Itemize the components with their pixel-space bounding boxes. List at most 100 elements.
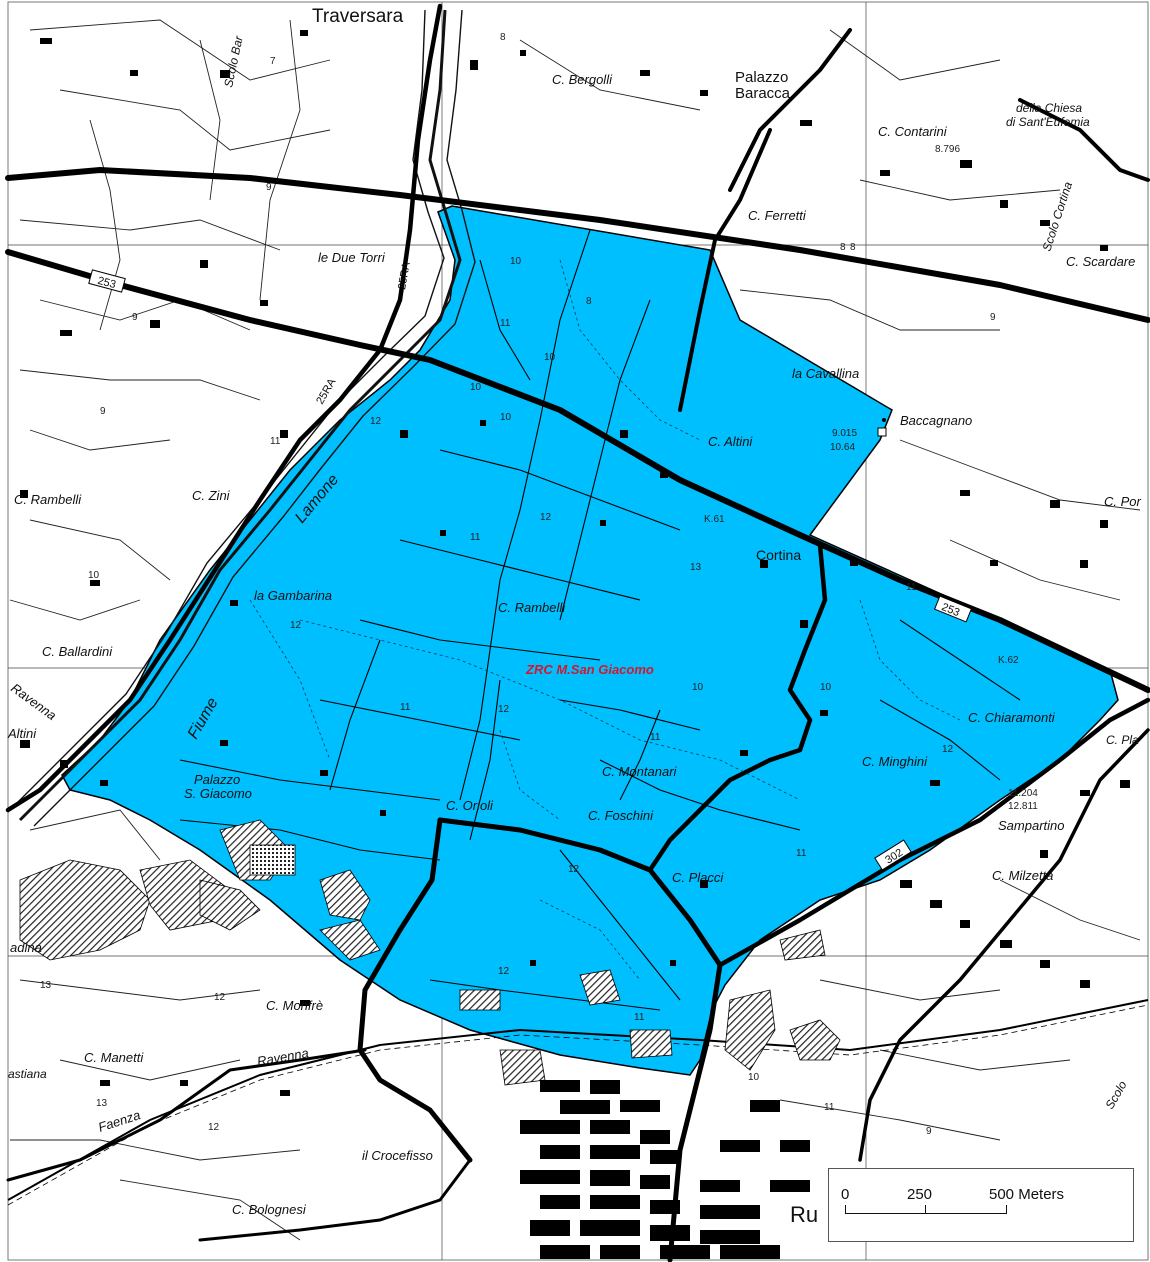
spot-height-27: 11 (634, 1012, 645, 1023)
road-25ra (5, 3, 443, 813)
place-c-orioli: C. Orioli (446, 798, 494, 813)
place-c-pla: C. Pla (1106, 733, 1139, 747)
spot-height-19: 11 (400, 702, 411, 713)
spot-height-6: 9 (100, 406, 106, 417)
scale-label-250: 250 (907, 1186, 933, 1203)
place-c-rambelli-west: C. Rambelli (14, 492, 82, 507)
spot-height-7: 10 (544, 352, 556, 363)
place-c-zini: C. Zini (192, 488, 231, 503)
scale-tick-500 (1006, 1205, 1007, 1213)
spot-height-11: 10 (500, 412, 512, 423)
place-baracca: Baracca (735, 85, 791, 102)
buildings (20, 30, 1130, 1096)
road-label-253-west: 253 (96, 275, 117, 291)
spot-height-15: 12 (290, 620, 302, 631)
place-c-montanari: C. Montanari (602, 764, 678, 779)
place-la-cavallina: la Cavallina (792, 366, 859, 381)
place-c-bolognesi: C. Bolognesi (232, 1202, 307, 1217)
spot-height-22: 10 (820, 682, 832, 693)
river-lamone (7, 9, 476, 827)
spot-height-3: 9 (132, 312, 138, 323)
spot-height-18: 10 (692, 682, 704, 693)
spot-height-8: 8 (586, 296, 592, 307)
elevation-12811: 12.811 (1008, 801, 1038, 812)
spot-height-25: 12 (498, 966, 510, 977)
place-c-minghini: C. Minghini (862, 754, 928, 769)
road-ferretti-south (678, 128, 772, 412)
urban-blocks (19, 819, 841, 1086)
place-c-bergolli: C. Bergolli (552, 72, 613, 87)
map-frame (7, 1, 1149, 1261)
spot-height-23: 12 (568, 864, 580, 875)
scale-tick-0 (845, 1205, 846, 1213)
spot-height-5: 11 (500, 318, 511, 329)
road-north-bypass (5, 167, 1150, 323)
elevation-8796: 8.796 (935, 144, 960, 155)
scale-bar-line (845, 1213, 1007, 1214)
spot-height-37: 12 (942, 744, 954, 755)
road-cortina (647, 542, 828, 873)
road-label-25ra-a: 25RA (396, 261, 413, 291)
road-302 (717, 697, 1150, 968)
place-c-altini: C. Altini (708, 434, 753, 449)
place-le-due-torri: le Due Torri (318, 250, 386, 265)
elevation-11204: 11.204 (1008, 788, 1038, 799)
spot-height-10: 10 (470, 382, 482, 393)
spot-height-35: 11 (906, 582, 917, 593)
spot-height-33: 12 (214, 992, 226, 1003)
road-bolognesi (198, 1158, 472, 1242)
elevation-9015: 9.015 (832, 428, 857, 439)
place-c-ferretti: C. Ferretti (748, 208, 807, 223)
place-c-scardare: C. Scardare (1066, 254, 1135, 269)
place-c-contarini: C. Contarini (878, 124, 948, 139)
place-baccagnano: Baccagnano (900, 413, 972, 428)
scale-label-0: 0 (841, 1186, 850, 1203)
field-boundaries (9, 19, 1141, 1241)
scale-tick-250 (925, 1205, 926, 1213)
spot-height-28: 10 (748, 1072, 760, 1083)
scale-bar: 0 250 500 Meters (828, 1168, 1134, 1242)
road-palazzo-baracca (728, 28, 852, 192)
place-c-foschini: C. Foschini (588, 808, 654, 823)
elevation-k62: K.62 (998, 655, 1019, 666)
spot-height-0: 7 (270, 56, 276, 67)
spot-height-32: 9 (990, 312, 996, 323)
elevation-k61: K.61 (704, 514, 725, 525)
road-south-vertical (357, 817, 473, 1163)
spot-height-21: 11 (650, 732, 661, 743)
spot-height-20: 12 (498, 704, 510, 715)
place-adina: adina (10, 940, 42, 955)
spot-height-38: 12 (208, 1122, 220, 1133)
spot-height-13: 11 (470, 532, 481, 543)
place-c-rambelli-center: C. Rambelli (498, 600, 566, 615)
place-cortina: Cortina (756, 547, 801, 563)
place-s-giacomo: S. Giacomo (184, 786, 252, 801)
town-grid (520, 1080, 810, 1259)
place-traversara: Traversara (312, 6, 404, 27)
road-253 (5, 249, 1150, 693)
place-c-ballardini: C. Ballardini (42, 644, 113, 659)
elevation-1064: 10.64 (830, 442, 855, 453)
road-se (858, 728, 1150, 1162)
spot-height-14: 12 (540, 512, 552, 523)
spot-height-24: 11 (796, 848, 807, 859)
place-la-gambarina: la Gambarina (254, 588, 332, 603)
spot-height-30: 9 (926, 1126, 932, 1137)
spot-height-29: 11 (824, 1102, 835, 1113)
railway (7, 999, 1149, 1206)
spot-height-4: 10 (510, 256, 522, 267)
place-c-manetti: C. Manetti (84, 1050, 144, 1065)
scale-label-500: 500 Meters (989, 1186, 1065, 1203)
place-c-por: C. Por (1104, 494, 1142, 509)
place-c-chiaramonti: C. Chiaramonti (968, 710, 1056, 725)
road-south-main (667, 962, 723, 1262)
place-palazzo-sg: Palazzo (194, 772, 240, 787)
road-orioli (437, 817, 723, 968)
spot-height-34: 13 (96, 1098, 108, 1109)
spot-height-26: 13 (40, 980, 52, 991)
main-roads (5, 3, 1150, 1262)
place-sampartino: Sampartino (998, 818, 1064, 833)
spot-height-1: 9 (266, 182, 272, 193)
road-west-faenza (6, 1048, 367, 1182)
